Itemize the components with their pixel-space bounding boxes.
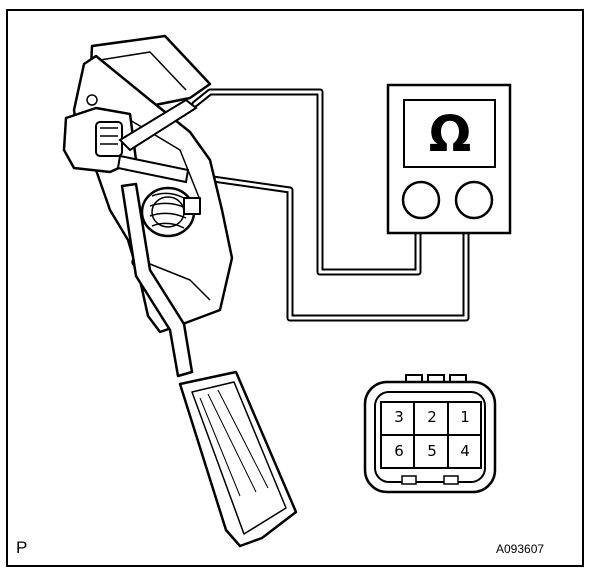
pedal-pad xyxy=(178,370,298,548)
pin-label: 6 xyxy=(394,442,404,460)
pedal-sensor-housing xyxy=(62,34,234,334)
figure-code: A093607 xyxy=(496,542,545,556)
pin-label: 3 xyxy=(394,408,404,426)
pedal-arm xyxy=(120,182,194,378)
ohm-symbol: Ω xyxy=(428,105,472,163)
pin-label: 4 xyxy=(460,442,470,460)
probes xyxy=(116,98,198,184)
connector-face xyxy=(363,374,497,494)
ohmmeter xyxy=(386,83,512,235)
pin-label: 5 xyxy=(427,442,437,460)
corner-mark: P xyxy=(16,538,28,557)
pin-label: 1 xyxy=(460,408,470,426)
pin-label: 2 xyxy=(427,408,437,426)
